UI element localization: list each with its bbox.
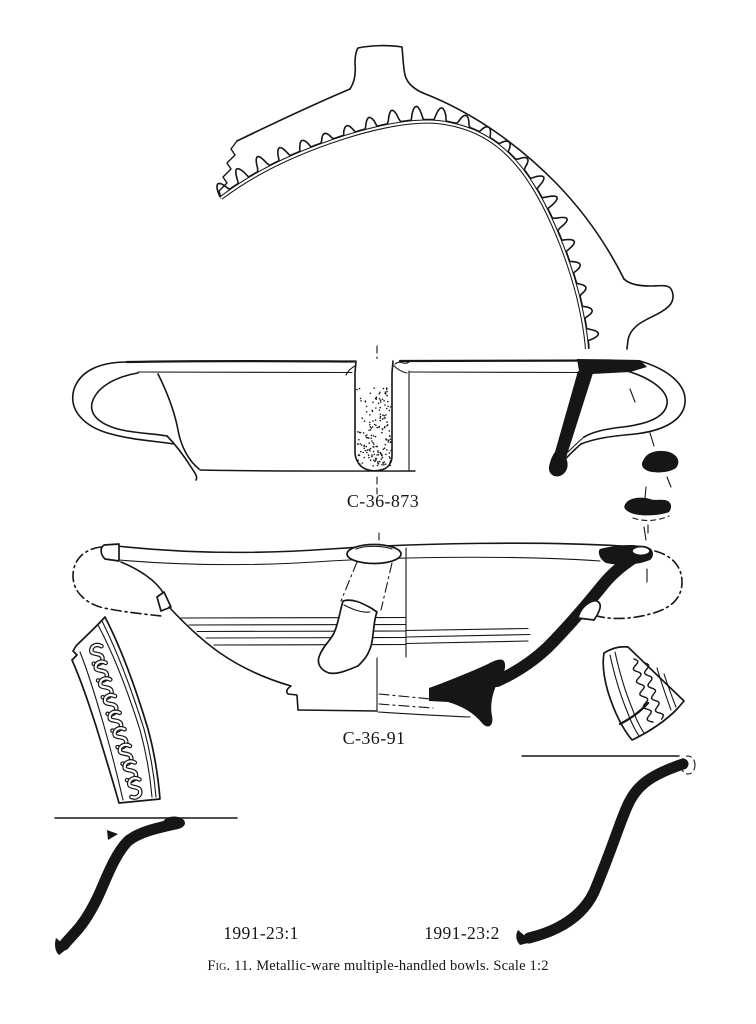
bowl2-right-handle-stub bbox=[577, 599, 602, 621]
projection-dashes bbox=[629, 388, 655, 447]
bowl2-handle-sherd bbox=[317, 599, 378, 675]
handle-attachment-blob-upper bbox=[641, 450, 679, 473]
figure-caption-number: Fig. 11. bbox=[207, 958, 253, 974]
figure-caption: Fig. 11. Metallic-ware multiple-handled … bbox=[0, 958, 756, 975]
profile-1991-23-2-drawing bbox=[516, 755, 696, 945]
figure-caption-text: Metallic-ware multiple-handled bowls. Sc… bbox=[252, 958, 549, 974]
bowl1-section-black-rim bbox=[577, 359, 647, 374]
bowl1-rim-line bbox=[125, 359, 357, 364]
rim-arc-outer-left bbox=[236, 88, 351, 142]
stipple-texture bbox=[356, 387, 392, 467]
rim-top-view-drawing bbox=[216, 44, 674, 350]
bowl1-section-black-wall bbox=[548, 371, 593, 477]
bowl2-section-black-foot bbox=[429, 659, 506, 727]
catalog-label-bowl-top: C-36-873 bbox=[346, 491, 420, 511]
handle-attachment-blob-lower bbox=[624, 497, 672, 516]
bowl2-restored-handle-right bbox=[596, 550, 683, 620]
rim-arc-right-tab bbox=[623, 278, 674, 350]
bowl1-left-handle bbox=[72, 361, 175, 445]
bowl2-handle-root-oval bbox=[346, 543, 402, 565]
fragment1-black-profile bbox=[58, 818, 181, 951]
rim-arc-outer-right bbox=[422, 92, 625, 280]
zigzag-decoration bbox=[632, 658, 665, 723]
profile-1991-23-1-drawing bbox=[54, 816, 238, 955]
catalog-label-bowl-bottom: C-36-91 bbox=[342, 728, 406, 748]
s-motif-decoration bbox=[89, 642, 143, 800]
fragment2-black-profile bbox=[523, 758, 689, 944]
rim-arc-handle-stub bbox=[349, 44, 424, 94]
bowl1-right-handle bbox=[580, 360, 686, 445]
rim-arc-break-edge bbox=[218, 140, 238, 199]
bowl2-rim-lip bbox=[100, 543, 120, 562]
sherd-s-motif-drawing bbox=[71, 616, 161, 804]
wavy-band-decoration bbox=[216, 105, 600, 349]
bowl1-base-line bbox=[199, 469, 416, 472]
bowl2-section-black-wall bbox=[491, 548, 646, 687]
sherd-zigzag-drawing bbox=[602, 645, 685, 741]
catalog-label-fragment-right: 1991-23:2 bbox=[424, 923, 500, 943]
bowl2-restored-handle-center bbox=[340, 561, 393, 611]
bowl1-center-handle-section bbox=[354, 360, 394, 472]
bowl2-restored-handle-left bbox=[72, 546, 162, 617]
bowl-profile-c-36-91 bbox=[72, 524, 683, 727]
sherd-zigzag-outline bbox=[602, 645, 685, 741]
bowl-profile-c-36-873 bbox=[72, 345, 686, 541]
bowl2-left-wall bbox=[120, 561, 165, 595]
rim-arc-inner-double-line bbox=[221, 122, 587, 349]
bowl2-foot-base bbox=[297, 709, 378, 712]
bowl2-restored-foot-lines bbox=[378, 693, 434, 709]
bowl2-band-lines bbox=[180, 616, 407, 646]
bowl2-left-handle-stub bbox=[156, 591, 172, 612]
fragment2-restored-tip bbox=[680, 755, 696, 775]
bowl2-rim-top-line bbox=[116, 542, 623, 554]
catalog-label-fragment-left: 1991-23:1 bbox=[223, 923, 299, 943]
bowl2-handle-axis-dashes bbox=[646, 524, 649, 583]
